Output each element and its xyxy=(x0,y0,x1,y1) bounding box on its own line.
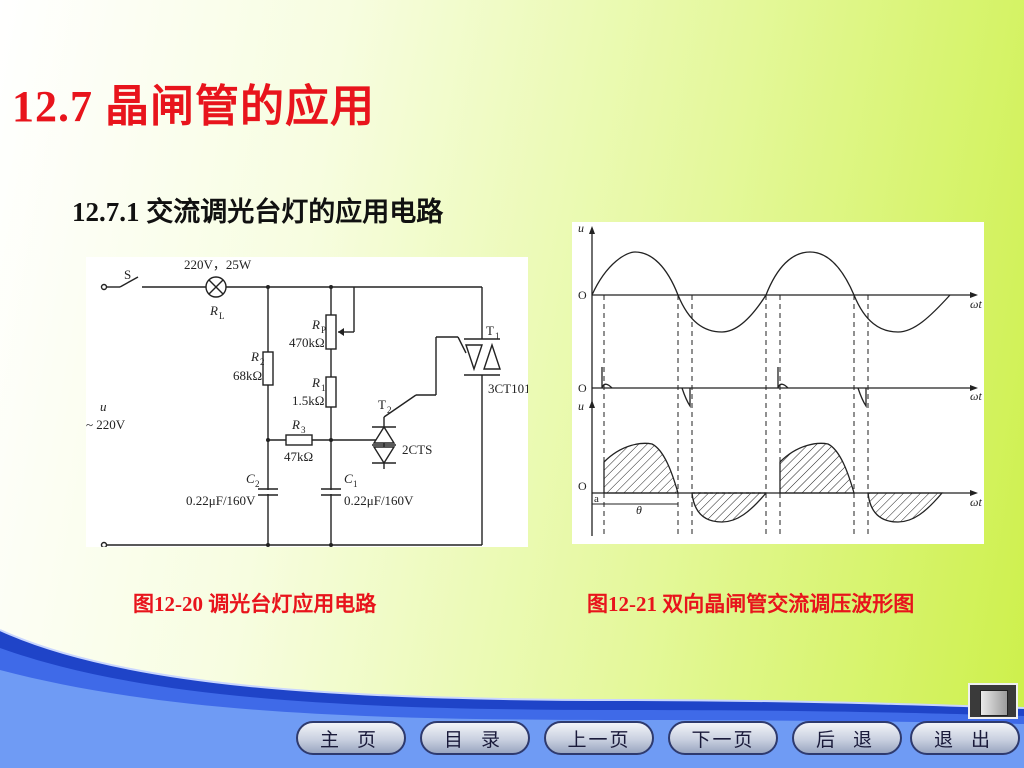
circuit-diagram: S 220V，25W R L R 2 68kΩ R P 470kΩ R 1 1.… xyxy=(86,257,528,547)
label-r2-ref: R xyxy=(250,349,259,364)
label-c1-value: 0.22μF/160V xyxy=(344,493,414,508)
label-source-symbol: u xyxy=(100,399,107,414)
label-lamp-rating: 220V，25W xyxy=(184,257,252,272)
supply-sine-wave xyxy=(591,251,951,333)
contents-button[interactable]: 目 录 xyxy=(420,721,530,755)
label-t1-sub: 1 xyxy=(495,331,500,341)
label-rp-sub: P xyxy=(321,325,326,335)
label-rp-ref: R xyxy=(311,317,320,332)
potentiometer-rp xyxy=(325,314,337,350)
exit-button[interactable]: 退 出 xyxy=(910,721,1020,755)
label-origin-top: O xyxy=(578,288,587,302)
resistor-r2 xyxy=(262,351,274,386)
trigger-pulses xyxy=(601,367,867,409)
section-subtitle: 12.7.1 交流调光台灯的应用电路 xyxy=(72,197,444,227)
lamp-icon xyxy=(205,276,227,298)
label-r3-sub: 3 xyxy=(301,425,306,435)
navigation-bar: 主 页 目 录 上一页 下一页 后 退 退 出 xyxy=(296,721,1020,757)
label-r2-sub: 2 xyxy=(260,357,265,367)
previous-page-button[interactable]: 上一页 xyxy=(544,721,654,755)
label-lamp-ref-sub: L xyxy=(219,311,225,321)
diac-t2 xyxy=(372,425,396,465)
label-origin-mid: O xyxy=(578,381,587,395)
label-wt-mid: ωt xyxy=(970,389,982,403)
label-r2-value: 68kΩ xyxy=(233,368,262,383)
resistor-r3 xyxy=(285,434,313,446)
circuit-caption: 图12-20 调光台灯应用电路 xyxy=(133,592,377,616)
label-r1-sub: 1 xyxy=(321,383,326,393)
phase-guides xyxy=(603,295,869,536)
label-source-value: ~ 220V xyxy=(86,417,126,432)
resistor-r1 xyxy=(325,376,337,408)
capacitor-c1 xyxy=(321,488,341,496)
label-t2-sub: 2 xyxy=(387,405,392,415)
label-t1-model: 3CT101 xyxy=(488,381,528,396)
capacitor-c2 xyxy=(258,488,278,496)
next-page-button[interactable]: 下一页 xyxy=(668,721,778,755)
label-u-axis-top: u xyxy=(578,222,584,235)
label-rp-value: 470kΩ xyxy=(289,335,325,350)
label-theta: θ xyxy=(636,503,642,517)
label-switch: S xyxy=(124,267,131,282)
waveform-diagram: u O ωt O ωt u O ωt a θ xyxy=(572,222,984,544)
label-r1-ref: R xyxy=(311,375,320,390)
exit-door-icon[interactable] xyxy=(968,683,1018,719)
wire-network xyxy=(100,276,483,547)
label-u-axis-bottom: u xyxy=(578,399,584,413)
triac-t1 xyxy=(457,336,501,376)
label-r3-value: 47kΩ xyxy=(284,449,313,464)
label-c2-sub: 2 xyxy=(255,479,260,489)
label-wt-bottom: ωt xyxy=(970,495,982,509)
label-c1-ref: C xyxy=(344,471,353,486)
slide-title: 12.7 晶闸管的应用 xyxy=(12,82,375,131)
waveform-caption: 图12-21 双向晶闸管交流调压波形图 xyxy=(587,592,915,616)
label-t1-ref: T xyxy=(486,323,494,338)
label-r1-value: 1.5kΩ xyxy=(292,393,324,408)
back-button[interactable]: 后 退 xyxy=(792,721,902,755)
label-c1-sub: 1 xyxy=(353,479,358,489)
label-c2-ref: C xyxy=(246,471,255,486)
label-wt-top: ωt xyxy=(970,297,982,311)
home-button[interactable]: 主 页 xyxy=(296,721,406,755)
label-r3-ref: R xyxy=(291,417,300,432)
label-alpha: a xyxy=(594,493,599,505)
label-t2-ref: T xyxy=(378,397,386,412)
label-t2-model: 2CTS xyxy=(402,442,432,457)
label-lamp-ref: R xyxy=(209,303,218,318)
label-origin-bottom: O xyxy=(578,479,587,493)
output-waveform xyxy=(603,442,944,523)
label-c2-value: 0.22μF/160V xyxy=(186,493,256,508)
